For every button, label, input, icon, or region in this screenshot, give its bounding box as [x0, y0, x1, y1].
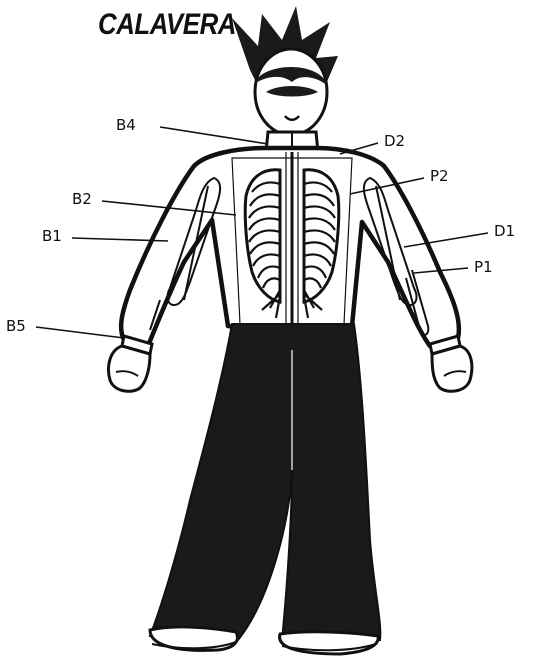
callout-label-d1: D1	[494, 224, 515, 239]
pants	[150, 324, 380, 640]
callout-label-b5: B5	[6, 319, 26, 334]
callout-label-d2: D2	[384, 134, 405, 149]
callout-label-b2: B2	[72, 192, 92, 207]
callout-label-p2: P2	[430, 169, 449, 184]
callout-label-p1: P1	[474, 260, 493, 275]
left-hand	[109, 346, 151, 391]
right-hand	[432, 346, 472, 391]
leader-b4	[160, 127, 268, 144]
callout-label-b1: B1	[42, 229, 62, 244]
leader-b5	[36, 327, 124, 338]
costume-title: CALAVERA	[98, 8, 236, 42]
callout-label-b4: B4	[116, 118, 136, 133]
